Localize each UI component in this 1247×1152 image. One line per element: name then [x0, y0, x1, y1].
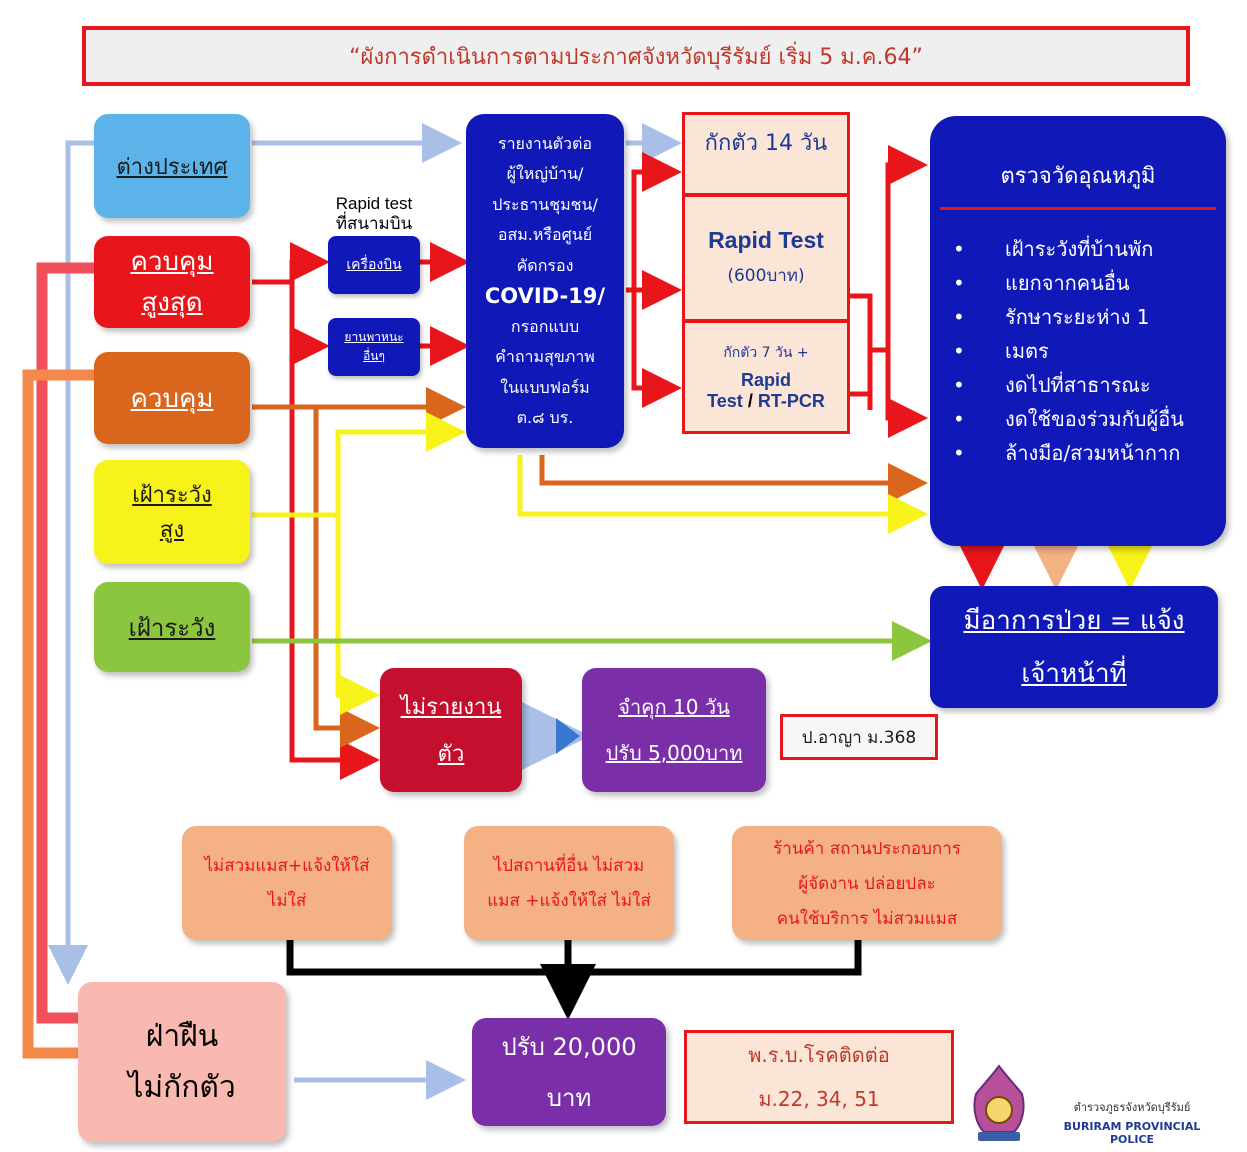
- fine-box: ปรับ 20,000 บาท: [472, 1018, 666, 1126]
- act-label-1: พ.ร.บ.โรคติดต่อ: [748, 1043, 890, 1067]
- no-report-label-2: ตัว: [437, 742, 465, 767]
- temperature-box: ตรวจวัดอุณหภูมิ เฝ้าระวังที่บ้านพัก แยกจ…: [930, 116, 1226, 546]
- rapid-test-label: Rapid Test: [708, 227, 824, 253]
- police-emblem-icon: [968, 1064, 1030, 1144]
- test-word: Test: [707, 391, 743, 411]
- fine-label-2: บาท: [546, 1084, 592, 1112]
- zone-high-watch: เฝ้าระวัง สูง: [94, 460, 250, 564]
- violate-label-1: ฝ่าฝืน: [145, 1019, 219, 1054]
- temperature-title: ตรวจวัดอุณหภูมิ: [1000, 164, 1156, 189]
- rapid-price-label: (600บาท): [727, 266, 805, 286]
- other-vehicle-box: ยานพาหนะ อื่นๆ: [328, 318, 420, 376]
- zone-control: ควบคุม: [94, 352, 250, 444]
- act-label-2: ม.22, 34, 51: [758, 1087, 880, 1111]
- title-banner: “ผังการดำเนินการตามประกาศจังหวัดบุรีรัมย…: [82, 26, 1190, 86]
- other-vehicle-label-1: ยานพาหนะ: [344, 330, 404, 344]
- law368-label: ป.อาญา ม.368: [801, 727, 917, 748]
- temperature-list: เฝ้าระวังที่บ้านพัก แยกจากคนอื่น รักษาระ…: [953, 232, 1203, 470]
- zone-watch: เฝ้าระวัง: [94, 582, 250, 672]
- no-report-label-1: ไม่รายงาน: [400, 695, 502, 720]
- temperature-divider: [940, 207, 1216, 210]
- quarantine14-box: กักตัว 14 วัน: [682, 112, 850, 196]
- sick-box: มีอาการป่วย = แจ้ง เจ้าหน้าที่: [930, 586, 1218, 708]
- airplane-label: เครื่องบิน: [346, 257, 402, 273]
- list-item: แยกจากคนอื่น: [953, 266, 1203, 300]
- list-item: รักษาระยะห่าง 1: [953, 300, 1203, 334]
- shop-offense-box: ร้านค้า สถานประกอบการ ผู้จัดงาน ปล่อยปละ…: [732, 826, 1002, 940]
- slash-mark: /: [747, 391, 753, 411]
- zone-abroad-label: ต่างประเทศ: [116, 154, 228, 180]
- act-box: พ.ร.บ.โรคติดต่อ ม.22, 34, 51: [684, 1030, 954, 1124]
- rtpcr-line: Test / RT-PCR: [707, 391, 825, 412]
- zone-control-label: ควบคุม: [130, 383, 214, 414]
- quarantine7-label: กักตัว 7 วัน +: [723, 345, 809, 361]
- zone-watch-label: เฝ้าระวัง: [128, 613, 216, 642]
- mask-offense-box-2: ไปสถานที่อื่น ไม่สวม แมส +แจ้งให้ใส่ ไม่…: [464, 826, 674, 940]
- list-item: เมตร: [953, 334, 1203, 368]
- page-title: “ผังการดำเนินการตามประกาศจังหวัดบุรีรัมย…: [349, 44, 923, 70]
- law368-box: ป.อาญา ม.368: [780, 714, 938, 760]
- violate-box: ฝ่าฝืน ไม่กักตัว: [78, 982, 286, 1142]
- quarantine14-label: กักตัว 14 วัน: [704, 131, 828, 156]
- sick-label-2: เจ้าหน้าที่: [1021, 659, 1127, 689]
- zone-abroad: ต่างประเทศ: [94, 114, 250, 218]
- jail-label-2: ปรับ 5,000บาท: [605, 741, 743, 765]
- zone-max-control-label-2: สูงสุด: [141, 288, 203, 318]
- violate-label-2: ไม่กักตัว: [128, 1070, 236, 1105]
- police-name-en: BURIRAM PROVINCIAL POLICE: [1063, 1120, 1201, 1146]
- rapid-test-box: Rapid Test (600บาท): [682, 194, 850, 322]
- rtpcr-word: RT-PCR: [757, 391, 825, 411]
- jail-box: จำคุก 10 วัน ปรับ 5,000บาท: [582, 668, 766, 792]
- police-name-th: ตำรวจภูธรจังหวัดบุรีรัมย์: [1073, 1101, 1191, 1114]
- fine-label-1: ปรับ 20,000: [501, 1033, 637, 1061]
- zone-max-control: ควบคุม สูงสุด: [94, 236, 250, 328]
- zone-high-watch-label-1: เฝ้าระวัง: [132, 483, 212, 508]
- airplane-box: เครื่องบิน: [328, 236, 420, 294]
- list-item: เฝ้าระวังที่บ้านพัก: [953, 232, 1203, 266]
- other-vehicle-label-2: อื่นๆ: [363, 349, 385, 363]
- rapid-word: Rapid: [740, 370, 791, 390]
- zone-high-watch-label-2: สูง: [159, 518, 185, 543]
- rapid-airport-label: Rapid test ที่สนามบิน: [335, 194, 413, 233]
- no-report-box: ไม่รายงาน ตัว: [380, 668, 522, 792]
- report-box: รายงานตัวต่อ ผู้ใหญ่บ้าน/ ประธานชุมชน/ อ…: [466, 114, 624, 448]
- zone-max-control-label-1: ควบคุม: [130, 247, 214, 277]
- mask-offense-box-1: ไม่สวมแมส+แจ้งให้ใส่ ไม่ใส่: [182, 826, 392, 940]
- police-name: ตำรวจภูธรจังหวัดบุรีรัมย์ BURIRAM PROVIN…: [1040, 1098, 1224, 1146]
- list-item: งดไปที่สาธารณะ: [953, 368, 1203, 402]
- jail-label-1: จำคุก 10 วัน: [618, 695, 730, 719]
- sick-label-1: มีอาการป่วย = แจ้ง: [963, 606, 1185, 636]
- list-item: ล้างมือ/สวมหน้ากาก: [953, 436, 1203, 470]
- quarantine7-box: กักตัว 7 วัน + Rapid Test / RT-PCR: [682, 320, 850, 434]
- list-item: งดใช้ของร่วมกับผู้อื่น: [953, 402, 1203, 436]
